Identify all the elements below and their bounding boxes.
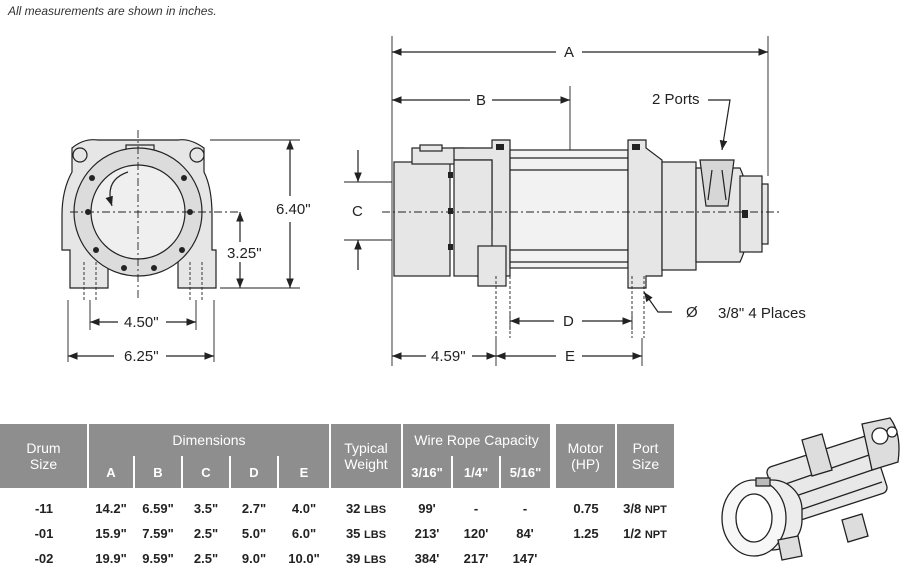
winch-illustration — [721, 417, 900, 561]
table-row: -11 14.2" 6.59" 3.5" 2.7" 4.0" 32 LBS 99… — [0, 496, 674, 521]
dim-e: E — [565, 348, 575, 365]
dim-height-total: 6.40" — [276, 201, 311, 218]
cell-c: 3.5" — [193, 501, 219, 516]
rotation-arrow — [105, 171, 129, 207]
measurement-note: All measurements are shown in inches. — [8, 4, 217, 18]
technical-drawing: 6.40" 3.25" 4.50" 6.25" — [61, 36, 806, 366]
cell-e: 10.0" — [288, 551, 320, 566]
cell-port: 1/2 NPT — [623, 526, 667, 541]
cell-rope-2: - — [473, 501, 479, 516]
cell-rope-2: 120' — [463, 526, 489, 541]
cell-drum: -01 — [34, 526, 54, 541]
header-drum-size: Drum Size — [0, 424, 88, 488]
cell-rope-3: 147' — [512, 551, 538, 566]
side-view — [344, 36, 780, 366]
dim-d: D — [563, 313, 574, 330]
cell-b: 6.59" — [142, 501, 174, 516]
col-e: E — [277, 456, 330, 488]
ear-bolt-left — [72, 147, 88, 163]
front-view — [61, 130, 300, 362]
front-center-lines — [70, 130, 240, 300]
spec-table: Drum Size Dimensions Typical Weight Wire… — [0, 424, 674, 571]
col-rope-1: 3/16" — [401, 456, 452, 488]
cell-a: 19.9" — [95, 551, 127, 566]
cell-d: 5.0" — [241, 526, 267, 541]
brake-housing — [393, 161, 451, 277]
right-end-plate — [627, 139, 663, 289]
col-rope-3: 5/16" — [499, 456, 550, 488]
ports-label: 2 Ports — [652, 91, 700, 108]
cell-rope-1: 99' — [418, 501, 436, 516]
cell-rope-1: 213' — [414, 526, 440, 541]
cell-a: 14.2" — [95, 501, 127, 516]
hydraulic-ports — [699, 159, 735, 207]
cell-rope-2: 217' — [463, 551, 489, 566]
header-wire-rope: Wire Rope Capacity — [401, 424, 550, 456]
cell-rope-1: 384' — [414, 551, 440, 566]
header-dimensions: Dimensions — [87, 424, 330, 456]
left-foot — [477, 245, 507, 287]
header-port-size: Port Size — [615, 424, 674, 488]
col-c: C — [181, 456, 230, 488]
dim-width-total: 6.25" — [124, 348, 159, 365]
cell-c: 2.5" — [193, 551, 219, 566]
cell-motor — [556, 546, 616, 571]
hole-label: 3/8" 4 Places — [718, 305, 806, 322]
dim-offset: 4.59" — [431, 348, 466, 365]
hole-leader — [643, 291, 672, 313]
cell-c: 2.5" — [193, 526, 219, 541]
cell-a: 15.9" — [95, 526, 127, 541]
table-row: -01 15.9" 7.59" 2.5" 5.0" 6.0" 35 LBS 21… — [0, 521, 674, 546]
cell-b: 7.59" — [142, 526, 174, 541]
cell-rope-3: 84' — [516, 526, 534, 541]
motor-body — [661, 161, 697, 271]
ports-leader — [708, 99, 731, 151]
col-a: A — [87, 456, 134, 488]
cell-motor: 1.25 — [573, 526, 599, 541]
cell-d: 9.0" — [241, 551, 267, 566]
cell-port — [616, 546, 674, 571]
header-typical-weight: Typical Weight — [329, 424, 402, 488]
cell-rope-3: - — [522, 501, 528, 516]
cell-d: 2.7" — [241, 501, 267, 516]
dim-width-mount: 4.50" — [124, 314, 159, 331]
cell-weight: 35 LBS — [345, 526, 387, 541]
front-bolts — [85, 175, 193, 271]
cell-e: 6.0" — [291, 526, 317, 541]
cell-port: 3/8 NPT — [623, 501, 667, 516]
dim-c: C — [352, 203, 363, 220]
cell-b: 9.59" — [142, 551, 174, 566]
col-d: D — [229, 456, 278, 488]
cell-drum: -11 — [34, 501, 54, 516]
side-bolts — [448, 144, 748, 250]
cell-weight: 39 LBS — [345, 551, 387, 566]
cell-e: 4.0" — [291, 501, 317, 516]
header-motor: Motor (HP) — [556, 424, 616, 488]
dim-b: B — [476, 92, 486, 109]
cell-motor: 0.75 — [573, 501, 599, 516]
table-row: -02 19.9" 9.59" 2.5" 9.0" 10.0" 39 LBS 3… — [0, 546, 674, 571]
ear-bolt-right — [189, 147, 205, 163]
dim-a: A — [564, 44, 574, 61]
dim-height-center: 3.25" — [227, 245, 262, 262]
col-b: B — [133, 456, 182, 488]
cell-weight: 32 LBS — [345, 501, 387, 516]
front-hidden-lines — [83, 262, 203, 300]
col-rope-2: 1/4" — [451, 456, 500, 488]
cell-drum: -02 — [34, 551, 54, 566]
hole-symbol: Ø — [686, 304, 698, 321]
